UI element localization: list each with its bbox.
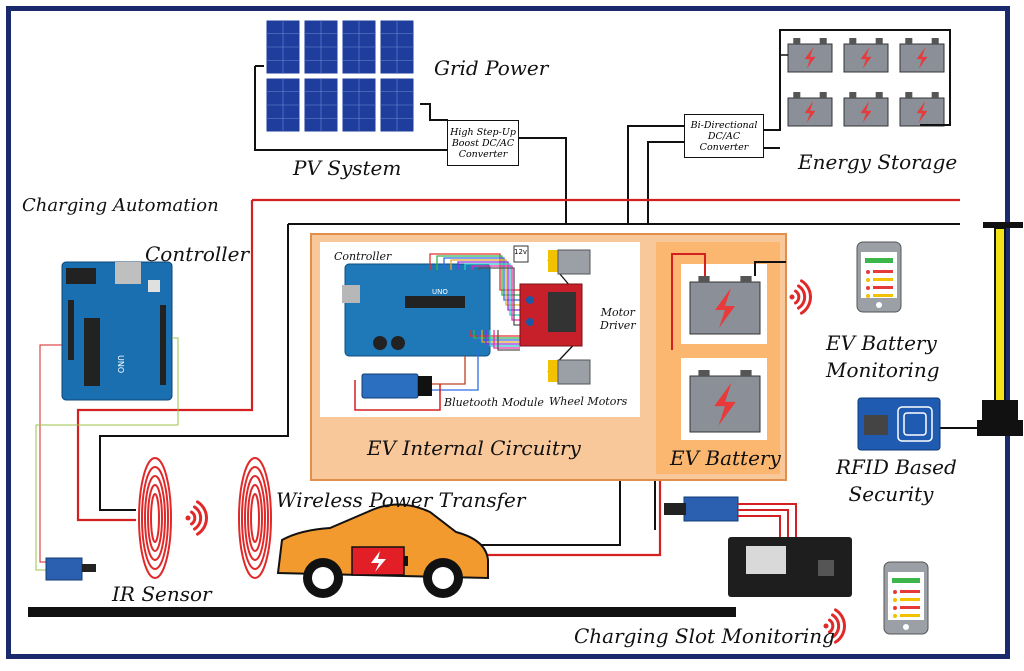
svg-text:UNO: UNO xyxy=(116,355,125,373)
bidirectional-converter-box: Bi-Directional DC/AC Converter xyxy=(684,114,764,158)
pv-system-label: PV System xyxy=(293,156,402,180)
ground-line xyxy=(28,607,736,617)
coil-loop xyxy=(147,484,163,552)
boost-converter-line3: Converter xyxy=(458,148,508,160)
wireless-signal-icon xyxy=(789,279,812,315)
coil-loop xyxy=(238,457,272,579)
ir-sensor-icon xyxy=(664,496,739,522)
small-battery-icon xyxy=(513,245,529,263)
rfid-reader-icon xyxy=(857,397,941,451)
coil-loop xyxy=(247,484,263,552)
wireless-signal-icon xyxy=(185,500,208,536)
rfid-line2: Security xyxy=(848,482,934,506)
ir-sensor-icon xyxy=(45,557,96,581)
wheel-motors-label: Wheel Motors xyxy=(549,395,628,408)
inductive-coil-icon xyxy=(138,457,272,579)
boost-converter-line2: Boost DC/AC xyxy=(451,137,515,149)
boost-converter-box: High Step-Up Boost DC/AC Converter xyxy=(447,120,519,166)
arduino-board-icon: UNO xyxy=(61,261,173,401)
ev-battery-monitoring-label: EV Battery Monitoring xyxy=(826,330,940,384)
battery-cell xyxy=(787,97,833,127)
electric-car-icon xyxy=(276,503,489,598)
motor-driver-icon xyxy=(519,283,583,347)
boost-converter-line1: High Step-Up xyxy=(450,126,516,138)
controller-label: Controller xyxy=(145,242,250,266)
charging-automation-label: Charging Automation xyxy=(22,195,219,216)
coil-loop xyxy=(144,475,166,561)
ev-battery-monitoring-line1: EV Battery xyxy=(826,331,937,355)
charging-post xyxy=(977,222,1023,436)
bluetooth-module-label: Bluetooth Module xyxy=(444,396,544,409)
rfid-line1: RFID Based xyxy=(836,455,957,479)
inner-controller-label: Controller xyxy=(334,250,392,263)
motor-driver-line2: Driver xyxy=(600,319,636,332)
smartphone-icon xyxy=(883,561,929,635)
bidir-converter-line3: Converter xyxy=(699,141,749,153)
battery-bank-icon xyxy=(780,38,945,127)
coil-loop xyxy=(250,493,260,543)
coil-loop xyxy=(141,466,169,570)
smartphone-icon xyxy=(856,241,902,313)
inner-arduino-icon: UNO xyxy=(342,263,491,357)
grid-power-label: Grid Power xyxy=(434,56,549,80)
bidir-converter-line1: Bi-Directional xyxy=(690,119,758,131)
small-battery-label: 12v xyxy=(514,248,528,256)
wireless-power-transfer-label: Wireless Power Transfer xyxy=(276,488,526,512)
solar-panel-icon xyxy=(264,18,420,136)
wheel-motor-icon xyxy=(548,249,591,385)
motor-driver-line1: Motor xyxy=(600,306,635,319)
energy-storage-label: Energy Storage xyxy=(798,150,958,174)
wireless-signal-icon xyxy=(823,608,846,644)
bluetooth-module-icon xyxy=(354,373,441,411)
ev-battery-label: EV Battery xyxy=(670,446,781,470)
coil-loop xyxy=(150,493,160,543)
rfid-security-label: RFID Based Security xyxy=(836,454,957,508)
bidir-converter-line2: DC/AC xyxy=(707,130,741,142)
black-wires xyxy=(99,29,978,546)
charging-slot-monitoring-label: Charging Slot Monitoring xyxy=(574,624,835,648)
ev-battery-monitoring-line2: Monitoring xyxy=(826,358,940,382)
coil-loop xyxy=(241,466,269,570)
esp-board-icon xyxy=(728,537,852,597)
svg-text:UNO: UNO xyxy=(432,288,448,296)
ev-battery-icon xyxy=(671,253,786,433)
jumper-wires xyxy=(429,253,583,391)
diagram-frame xyxy=(6,6,1010,659)
coil-loop xyxy=(244,475,266,561)
coil-loop xyxy=(138,457,172,579)
motor-driver-label: Motor Driver xyxy=(600,306,636,332)
ir-sensor-label: IR Sensor xyxy=(112,582,212,606)
battery-cell xyxy=(843,97,889,127)
ev-internal-circuitry-label: EV Internal Circuitry xyxy=(367,436,581,460)
